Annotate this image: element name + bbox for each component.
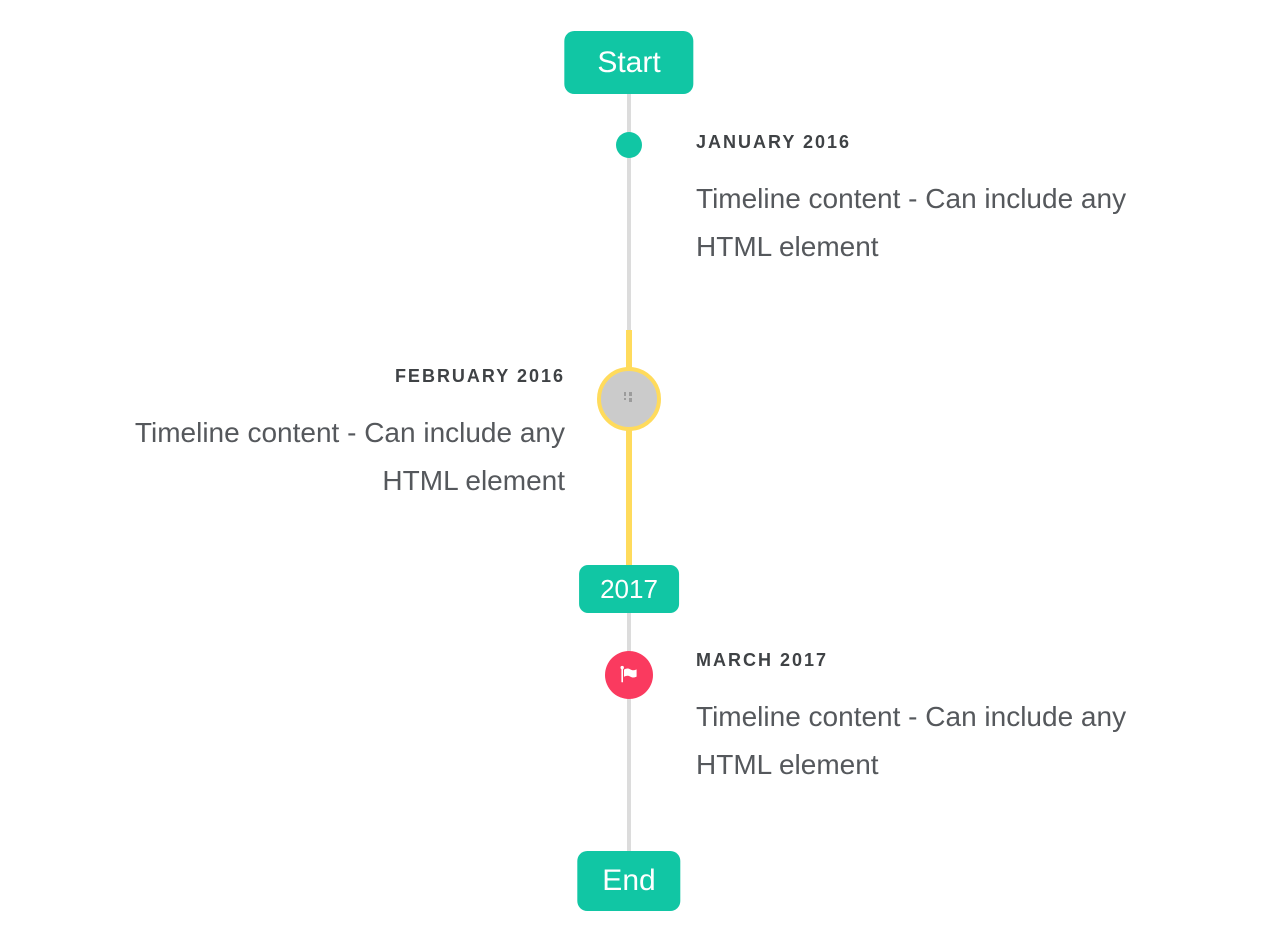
timeline-title-2017: 2017 <box>579 565 679 613</box>
item-content: Timeline content - Can include any HTML … <box>696 701 1127 780</box>
item-date-label: FEBRUARY 2016 <box>394 366 565 386</box>
timeline-item-february: FEBRUARY 2016 Timeline content - Can inc… <box>95 365 565 505</box>
timeline-line-highlight <box>626 330 632 565</box>
timeline-item-january: JANUARY 2016 Timeline content - Can incl… <box>696 131 1166 271</box>
timeline-title-start: Start <box>564 31 694 94</box>
item-content: Timeline content - Can include any HTML … <box>134 417 565 496</box>
timeline-item-march: MARCH 2017 Timeline content - Can includ… <box>696 649 1166 789</box>
timeline-flag-march <box>605 651 653 699</box>
item-date-label: JANUARY 2016 <box>696 132 852 152</box>
item-content: Timeline content - Can include any HTML … <box>696 183 1127 262</box>
flag-icon <box>617 663 641 687</box>
broken-image-icon <box>621 390 637 409</box>
timeline-dot-january <box>616 132 642 158</box>
timeline-title-end: End <box>577 851 681 911</box>
timeline-circle-february <box>597 367 661 431</box>
item-date-label: MARCH 2017 <box>696 650 829 670</box>
